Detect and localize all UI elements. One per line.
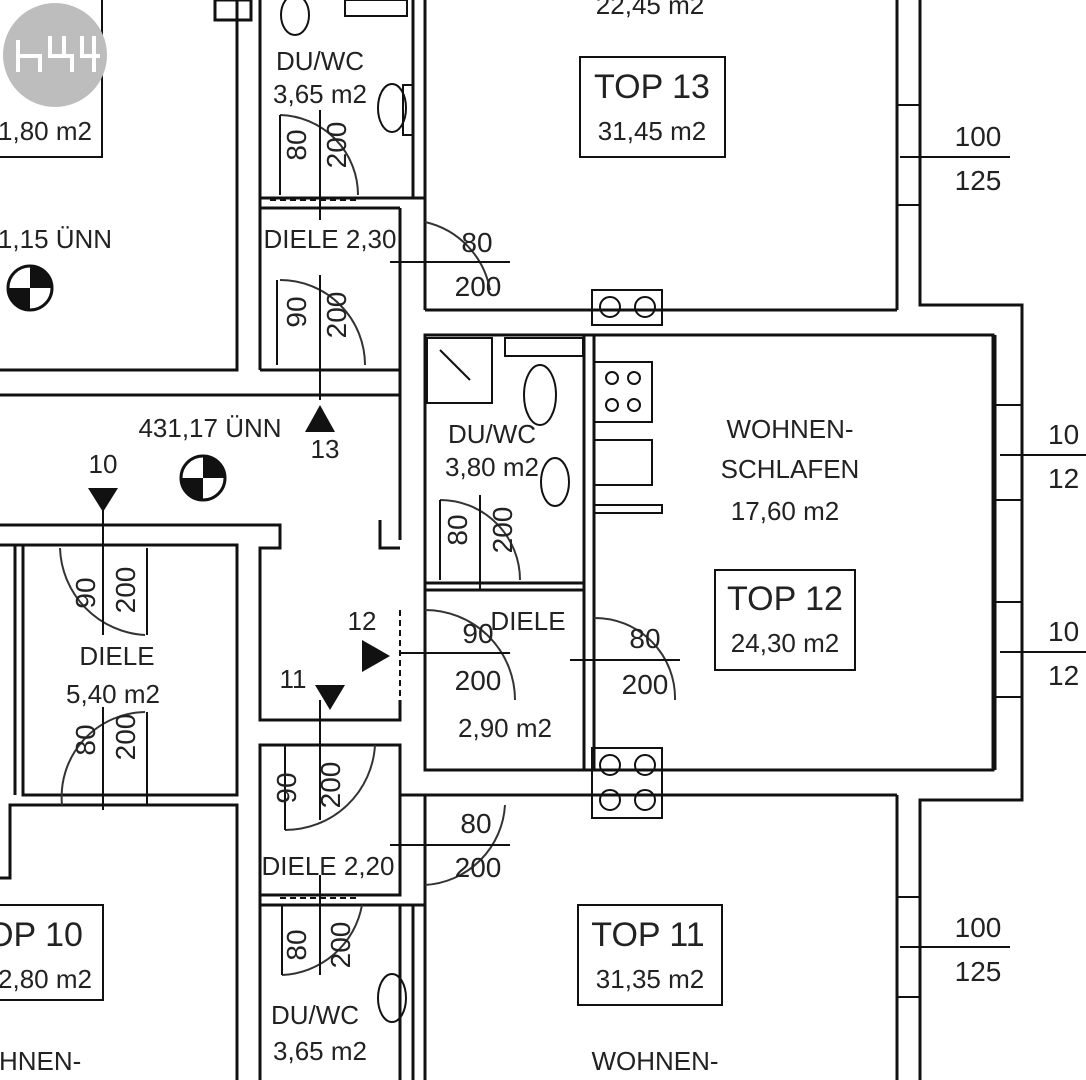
door-width: 80	[460, 808, 491, 839]
room-name: DIELE 2,30	[264, 224, 397, 254]
stair-number: 13	[311, 434, 340, 464]
window-width: 100	[955, 912, 1002, 943]
stair-number: 10	[89, 449, 118, 479]
door-height: 200	[455, 665, 502, 696]
door-height: 200	[455, 271, 502, 302]
window-width: 10	[1048, 616, 1079, 647]
level-marker-icon	[179, 454, 227, 502]
sink-icon	[377, 83, 407, 133]
room-area: 3,65 m2	[273, 79, 367, 109]
door-height: 200	[321, 122, 352, 169]
door-width: 90	[271, 772, 302, 803]
door-width: 80	[442, 514, 473, 545]
door-height: 200	[325, 922, 356, 969]
door-height: 200	[321, 292, 352, 339]
door-width: 80	[629, 623, 660, 654]
unit-title: TOP 12	[727, 580, 843, 618]
chimney-icon	[591, 747, 663, 819]
sink-icon	[540, 457, 570, 507]
door-width: 80	[70, 724, 101, 755]
door-height: 200	[455, 852, 502, 883]
door-height: 200	[315, 762, 346, 809]
room-area: 3,80 m2	[445, 452, 539, 482]
arrow-right-icon	[362, 640, 390, 672]
stair-number: 11	[280, 664, 307, 694]
unit-box-top13	[579, 56, 726, 158]
kitchen-sink-icon	[593, 439, 653, 486]
level-label: 1,15 ÜNN	[0, 224, 112, 254]
room-name: DIELE 2,20	[262, 851, 395, 881]
shower-icon	[426, 337, 493, 404]
level-label: 431,17 ÜNN	[138, 413, 281, 443]
door-height: 200	[110, 714, 141, 761]
toilet-icon	[280, 0, 310, 36]
door-width: 90	[462, 618, 493, 649]
stair-number: 12	[348, 606, 377, 636]
unit-box-top10	[0, 904, 104, 1001]
room-name: DIELE	[490, 606, 565, 636]
sink-icon	[377, 973, 407, 1023]
room-area: 17,60 m2	[731, 496, 839, 526]
stove-icon	[593, 361, 653, 423]
room-area: 2,90 m2	[458, 713, 552, 743]
room-area: 3,65 m2	[273, 1036, 367, 1066]
window-height: 125	[955, 956, 1002, 987]
unit-title: OP 10	[0, 916, 83, 954]
window-width: 10	[1048, 419, 1079, 450]
room-name: SCHLAFEN	[721, 454, 860, 484]
unit-box-top11	[577, 904, 723, 1006]
door-width: 90	[281, 296, 312, 327]
window-height: 12	[1048, 463, 1079, 494]
unit-area: 2,80 m2	[0, 964, 92, 994]
room-name: DU/WC	[271, 1000, 359, 1030]
window-height: 12	[1048, 660, 1079, 691]
unit-area: 31,35 m2	[596, 964, 704, 994]
room-area: 22,45 m2	[596, 0, 704, 20]
logo	[3, 3, 107, 107]
door-height: 200	[487, 507, 518, 554]
room-name: OHNEN-	[0, 1046, 81, 1076]
toilet-icon	[523, 364, 557, 426]
door-width: 200	[110, 567, 141, 614]
level-marker-icon	[6, 264, 54, 312]
door-width: 80	[281, 929, 312, 960]
room-name: WOHNEN-	[726, 414, 853, 444]
arrow-down-icon	[88, 488, 118, 512]
unit-area: 24,30 m2	[731, 628, 839, 658]
arrow-up-icon	[305, 405, 335, 432]
room-area: 5,40 m2	[66, 679, 160, 709]
room-name: WOHNEN-	[591, 1046, 718, 1076]
door-width: 80	[461, 227, 492, 258]
fixtures	[280, 0, 663, 1023]
unit-area: 31,45 m2	[598, 116, 706, 146]
door-width: 90	[70, 577, 101, 608]
unit-title: TOP 13	[594, 68, 710, 106]
window-height: 125	[955, 165, 1002, 196]
room-name: DU/WC	[276, 46, 364, 76]
unit-box-top12	[714, 569, 856, 671]
door-width: 80	[281, 129, 312, 160]
door-swings	[59, 110, 680, 976]
arrow-down-icon	[315, 685, 345, 710]
chimney-icon	[591, 289, 663, 326]
room-name: DU/WC	[448, 419, 536, 449]
window-width: 100	[955, 121, 1002, 152]
room-area: 1,80 m2	[0, 116, 92, 146]
door-height: 200	[622, 669, 669, 700]
windows	[896, 104, 1086, 998]
unit-title: TOP 11	[591, 916, 704, 954]
room-name: DIELE	[79, 641, 154, 671]
